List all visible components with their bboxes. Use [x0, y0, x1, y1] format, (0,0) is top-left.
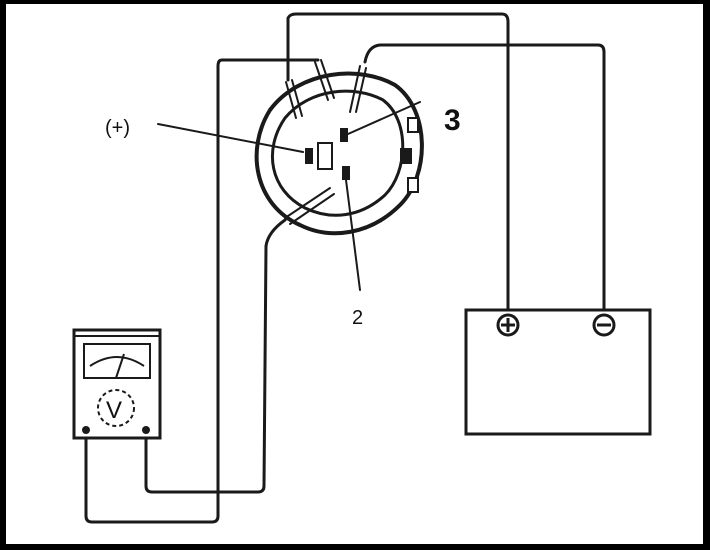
- terminal-3-pin: [340, 128, 348, 142]
- leader-2: [345, 179, 361, 291]
- probe-left-body: [285, 79, 303, 119]
- sensor-housing: [254, 71, 424, 236]
- voltmeter-jack-right: [142, 426, 150, 434]
- label-terminal-3: 3: [444, 104, 461, 137]
- terminal-2-pin: [342, 166, 350, 180]
- housing-tab-lower: [407, 177, 419, 193]
- label-terminal-2: 2: [352, 307, 363, 329]
- probe-leads: [284, 59, 367, 225]
- label-positive-terminal: (+): [105, 117, 130, 139]
- wire-voltmeter-right: [144, 218, 287, 494]
- leader-lines: [157, 101, 421, 291]
- housing-tab-upper: [407, 117, 419, 133]
- voltmeter: V: [72, 328, 162, 440]
- battery-body: [464, 308, 652, 436]
- wire-to-battery-plus: [286, 12, 510, 320]
- voltmeter-v-symbol: V: [106, 397, 122, 424]
- terminal-center-block: [317, 142, 333, 170]
- voltmeter-dial-scale: [89, 356, 145, 367]
- probe-lower-body: [284, 187, 335, 225]
- battery: [464, 308, 652, 436]
- leader-plus: [157, 123, 304, 153]
- wires: [84, 12, 606, 524]
- probe-right-body: [349, 65, 367, 113]
- voltmeter-needle: [115, 353, 125, 379]
- wire-voltmeter-left: [84, 58, 320, 524]
- paper-background: [6, 4, 703, 544]
- leader-3: [347, 101, 421, 135]
- housing-tab-middle: [400, 148, 412, 164]
- terminal-plus-pin: [305, 148, 313, 164]
- probe-mid-body: [314, 59, 335, 101]
- voltmeter-jack-left: [82, 426, 90, 434]
- wire-to-battery-minus: [363, 43, 606, 318]
- housing-inner: [270, 89, 405, 217]
- voltmeter-v-circle: [97, 389, 135, 427]
- housing-outer: [254, 71, 424, 236]
